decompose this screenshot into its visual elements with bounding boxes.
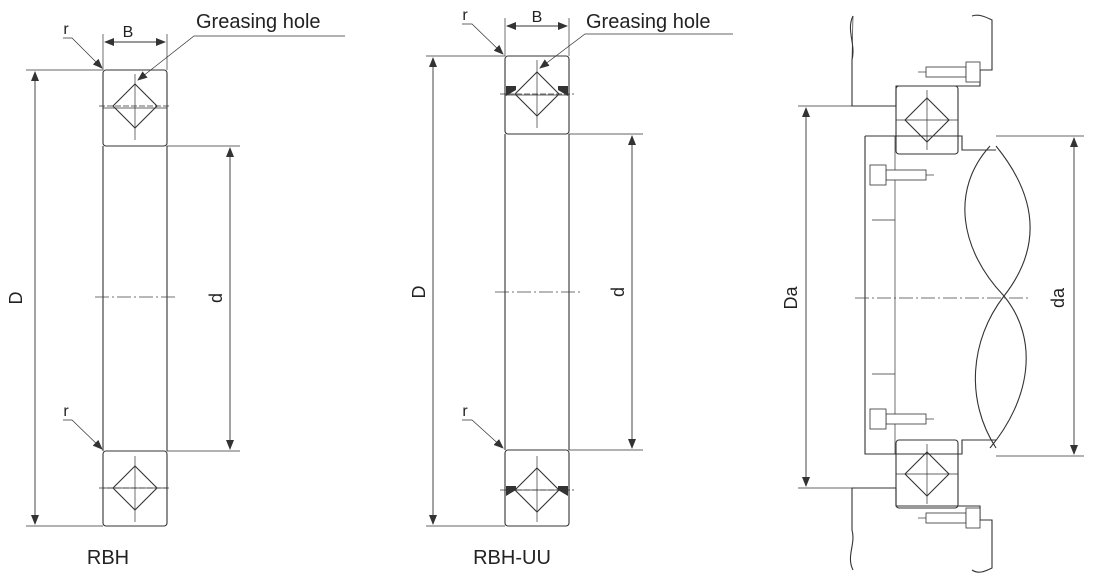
shaft-break-line bbox=[964, 145, 1027, 449]
mounting-diagram: Da da bbox=[781, 14, 1084, 573]
rbh-radius-label-top: r bbox=[63, 21, 69, 38]
rbh-uu-seal-ll bbox=[506, 486, 516, 496]
rbh-greasing-leader bbox=[137, 35, 345, 81]
rbh-uu-width-label: B bbox=[532, 9, 543, 26]
rbh-lower-ring-section bbox=[102, 450, 168, 527]
rbh-uu-diagram: B r r Greasing hole D d RBH-UU bbox=[409, 7, 733, 569]
bolt-bottom-right bbox=[918, 507, 981, 529]
bolt-mid-left-bottom bbox=[869, 408, 934, 430]
shaft-diameter-label: da bbox=[1048, 287, 1068, 308]
housing-diameter-label: Da bbox=[781, 286, 801, 310]
bolt-top-right bbox=[918, 61, 981, 83]
rbh-uu-radius-label-bottom: r bbox=[462, 403, 468, 420]
rbh-radius-leader-top bbox=[63, 37, 103, 69]
bolt-mid-left-top bbox=[869, 164, 934, 186]
rbh-inner-diameter-label: d bbox=[206, 293, 226, 303]
rbh-diagram: B r r Greasing hole D d RBH bbox=[6, 11, 345, 569]
rbh-uu-seal-lr bbox=[558, 486, 568, 496]
rbh-radius-leader-bottom bbox=[63, 419, 103, 450]
rbh-caption: RBH bbox=[87, 547, 129, 569]
rbh-uu-greasing-label: Greasing hole bbox=[586, 11, 711, 33]
shaft-outline bbox=[864, 135, 996, 455]
rbh-uu-radius-label-top: r bbox=[462, 7, 468, 24]
rbh-uu-inner-diameter-label: d bbox=[608, 287, 628, 297]
rbh-uu-seal-ur bbox=[558, 86, 568, 96]
rbh-uu-seal-ul bbox=[506, 86, 516, 96]
rbh-uu-caption: RBH-UU bbox=[473, 547, 551, 569]
rbh-uu-lower-ring-section bbox=[504, 449, 570, 527]
housing-outline bbox=[849, 14, 993, 573]
rbh-radius-label-bottom: r bbox=[63, 403, 69, 420]
rbh-greasing-label: Greasing hole bbox=[196, 11, 321, 33]
rbh-uu-outer-diameter-label: D bbox=[409, 286, 429, 299]
rbh-outer-diameter-label: D bbox=[6, 292, 26, 305]
rbh-width-label: B bbox=[123, 24, 134, 41]
